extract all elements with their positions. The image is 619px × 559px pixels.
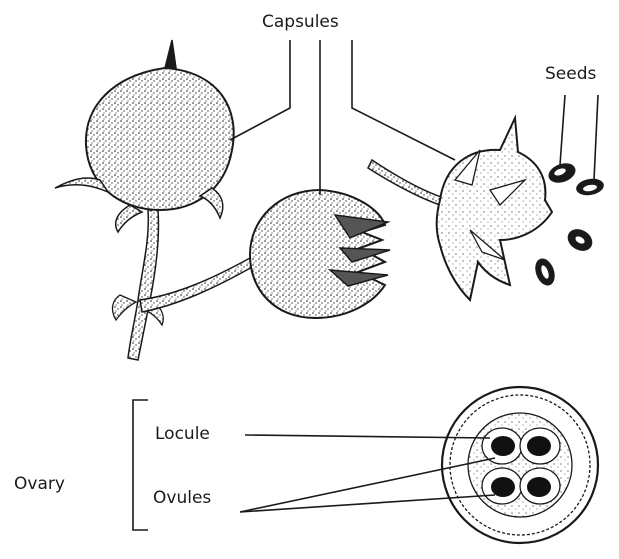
capsule-leader-lines [230,40,455,195]
ovules-label: Ovules [153,490,211,507]
capsule-opening [250,190,390,318]
ovary-bracket [133,400,148,530]
locule-label: Locule [155,426,210,443]
capsule-open-valves [368,118,552,300]
stem-main [113,210,254,360]
capsules-label: Capsules [262,14,339,31]
capsule-closed [55,40,234,232]
seeds-label: Seeds [545,66,596,83]
ovary-label: Ovary [14,476,65,493]
